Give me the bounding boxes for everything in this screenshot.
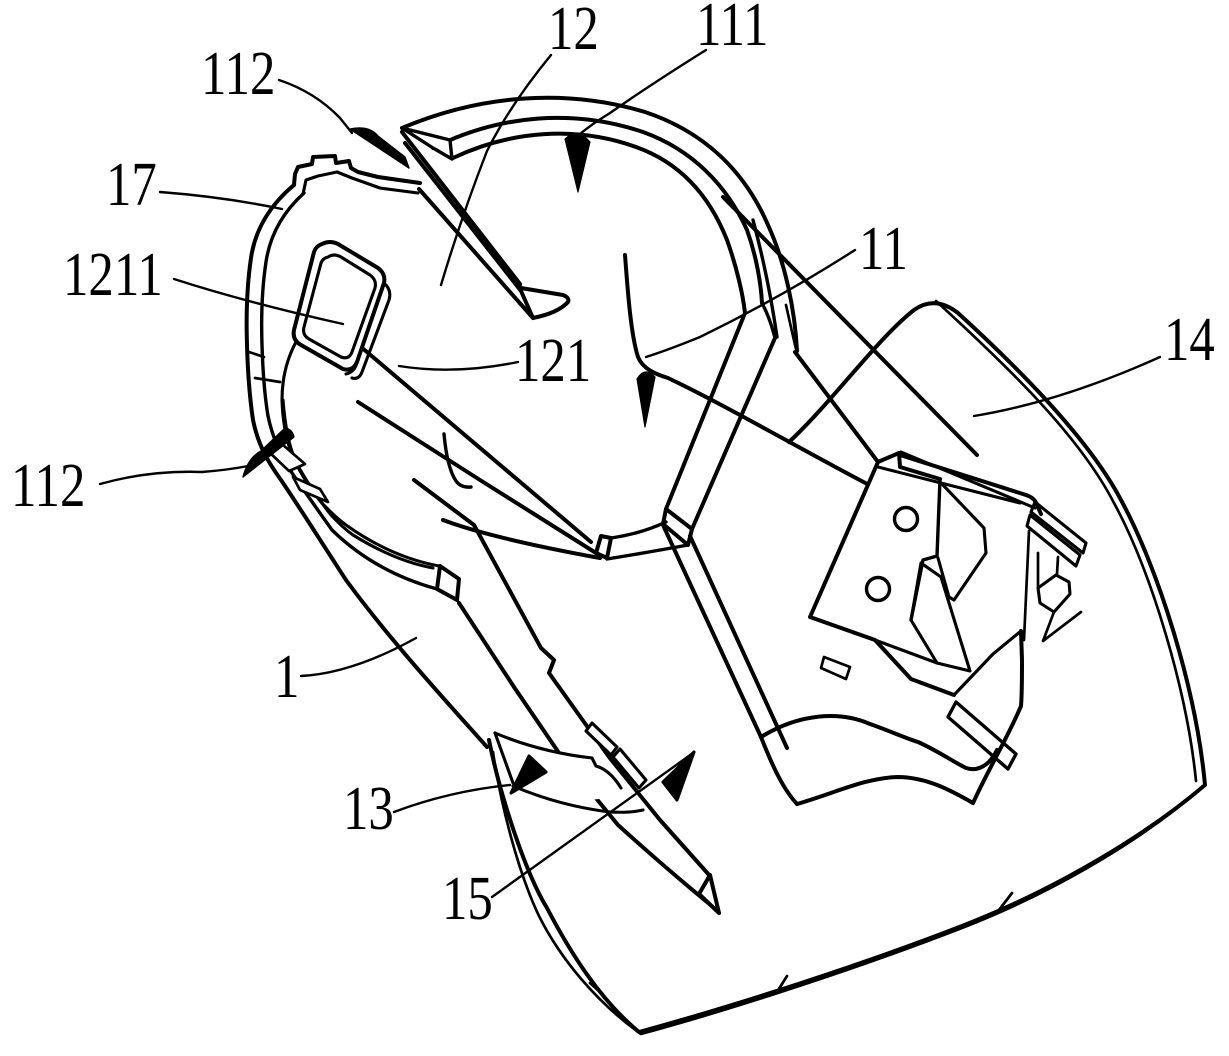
svg-text:1211: 1211 [63, 240, 163, 309]
svg-text:14: 14 [1164, 305, 1215, 374]
svg-text:1: 1 [274, 642, 299, 711]
svg-text:17: 17 [106, 150, 157, 219]
svg-text:15: 15 [442, 864, 493, 933]
svg-text:121: 121 [515, 326, 591, 395]
svg-text:112: 112 [11, 451, 85, 520]
svg-text:12: 12 [548, 0, 599, 63]
svg-text:11: 11 [859, 214, 908, 283]
svg-text:13: 13 [343, 774, 394, 843]
svg-text:112: 112 [201, 39, 275, 108]
svg-text:111: 111 [696, 0, 768, 59]
